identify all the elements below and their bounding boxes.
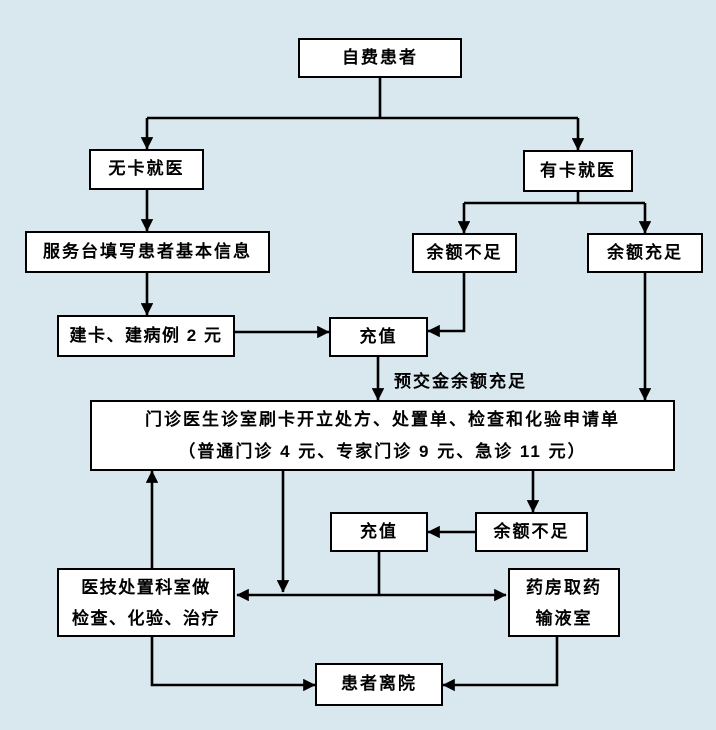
node-no-card-visit: 无卡就医	[89, 149, 204, 190]
node-label: 患者离院	[341, 674, 417, 694]
connector-patient-trunk	[147, 78, 578, 120]
node-label: 有卡就医	[540, 160, 616, 180]
node-label-line2: 输液室	[535, 608, 593, 628]
node-label: 余额不足	[493, 521, 570, 541]
node-service-desk-fill-info: 服务台填写患者基本信息	[25, 231, 270, 273]
node-label: 余额不足	[426, 242, 503, 262]
node-label-line2: 检查、化验、治疗	[72, 608, 220, 628]
arrow-insufficient1-to-recharge1	[427, 273, 466, 338]
node-label: 无卡就医	[108, 159, 185, 179]
node-balance-insufficient-1: 余额不足	[412, 233, 517, 273]
node-label-line2: （普通门诊 4 元、专家门诊 9 元、急诊 11 元）	[178, 441, 587, 461]
node-patient-leave: 患者离院	[315, 663, 443, 706]
node-recharge-1: 充值	[329, 317, 428, 357]
node-label: 自费患者	[342, 47, 418, 67]
node-create-card-case: 建卡、建病例 2 元	[57, 315, 235, 357]
node-label: 充值	[359, 326, 398, 346]
node-label-line1: 药房取药	[526, 577, 602, 597]
arrow-medtech-to-leave	[150, 637, 316, 692]
node-label-line1: 门诊医生诊室刷卡开立处方、处置单、检查和化验申请单	[145, 409, 620, 429]
node-label-line1: 医技处置科室做	[81, 577, 211, 597]
node-label: 充值	[360, 521, 398, 541]
node-balance-sufficient: 余额充足	[587, 233, 703, 273]
node-label: 服务台填写患者基本信息	[43, 241, 252, 261]
arrow-pharmacy-to-leave	[442, 637, 559, 692]
node-med-tech-department: 医技处置科室做 检查、化验、治疗	[57, 568, 235, 637]
node-label: 余额充足	[607, 242, 683, 262]
node-label: 建卡、建病例 2 元	[69, 325, 223, 345]
node-doctor-issue-orders: 门诊医生诊室刷卡开立处方、处置单、检查和化验申请单 （普通门诊 4 元、专家门诊…	[90, 400, 675, 471]
label-prepaid-balance-sufficient: 预交金余额充足	[394, 372, 527, 391]
node-pharmacy-infusion: 药房取药 输液室	[508, 568, 620, 637]
connector-has-card-trunk	[464, 192, 645, 205]
node-balance-insufficient-2: 余额不足	[475, 512, 588, 552]
node-self-pay-patient: 自费患者	[298, 38, 462, 78]
node-recharge-2: 充值	[330, 512, 428, 552]
node-has-card-visit: 有卡就医	[523, 150, 633, 192]
